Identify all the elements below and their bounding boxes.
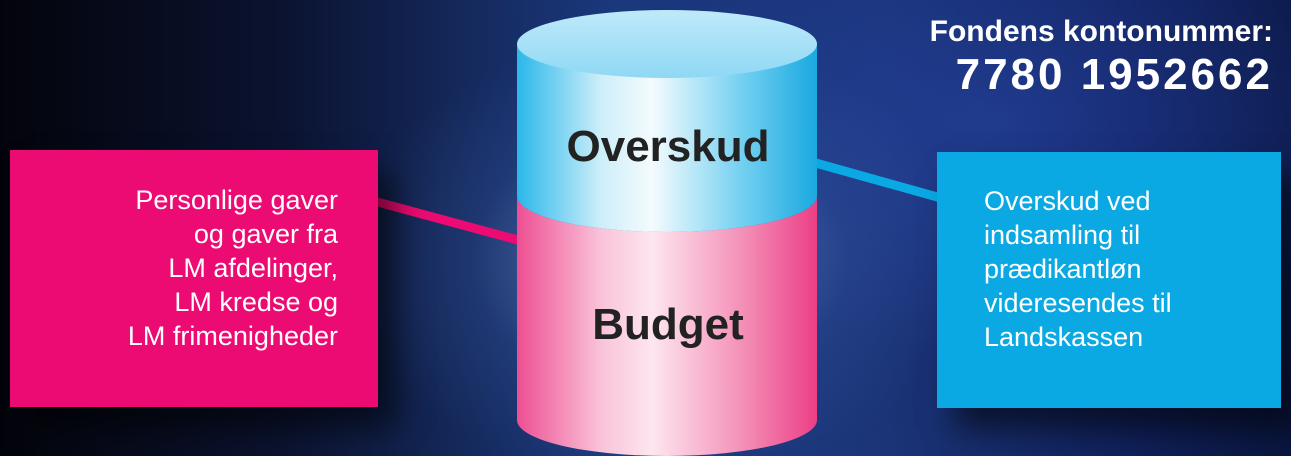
surplus-line: videresendes til xyxy=(984,288,1172,318)
cylinder-budget-segment xyxy=(517,196,817,456)
left-connector-line xyxy=(368,195,542,251)
gifts-line: LM kredse og xyxy=(174,287,338,317)
surplus-line: prædikantløn xyxy=(984,254,1142,284)
gifts-box: Personlige gaver og gaver fra LM afdelin… xyxy=(10,150,378,407)
account-label: Fondens kontonummer: xyxy=(929,15,1273,48)
right-connector-line xyxy=(803,155,950,205)
surplus-box: Overskud ved indsamling til prædikantløn… xyxy=(937,152,1281,408)
overskud-label: Overskud xyxy=(566,122,770,171)
surplus-line: Landskassen xyxy=(984,322,1144,352)
surplus-line: indsamling til xyxy=(984,220,1141,250)
gifts-line: LM frimenigheder xyxy=(127,321,338,351)
gifts-line: Personlige gaver xyxy=(135,185,338,215)
gifts-box-text: Personlige gaver og gaver fra LM afdelin… xyxy=(128,183,338,353)
gifts-line: LM afdelinger, xyxy=(168,253,338,283)
cylinder-top-cap xyxy=(517,10,817,78)
account-info: Fondens kontonummer: 7780 1952662 xyxy=(930,14,1273,100)
surplus-box-text: Overskud ved indsamling til prædikantløn… xyxy=(984,184,1172,354)
cylinder-overskud-segment xyxy=(517,44,817,232)
surplus-line: Overskud ved xyxy=(984,186,1151,216)
budget-label: Budget xyxy=(592,300,744,349)
account-number: 7780 1952662 xyxy=(955,50,1273,99)
gifts-line: og gaver fra xyxy=(193,219,338,249)
